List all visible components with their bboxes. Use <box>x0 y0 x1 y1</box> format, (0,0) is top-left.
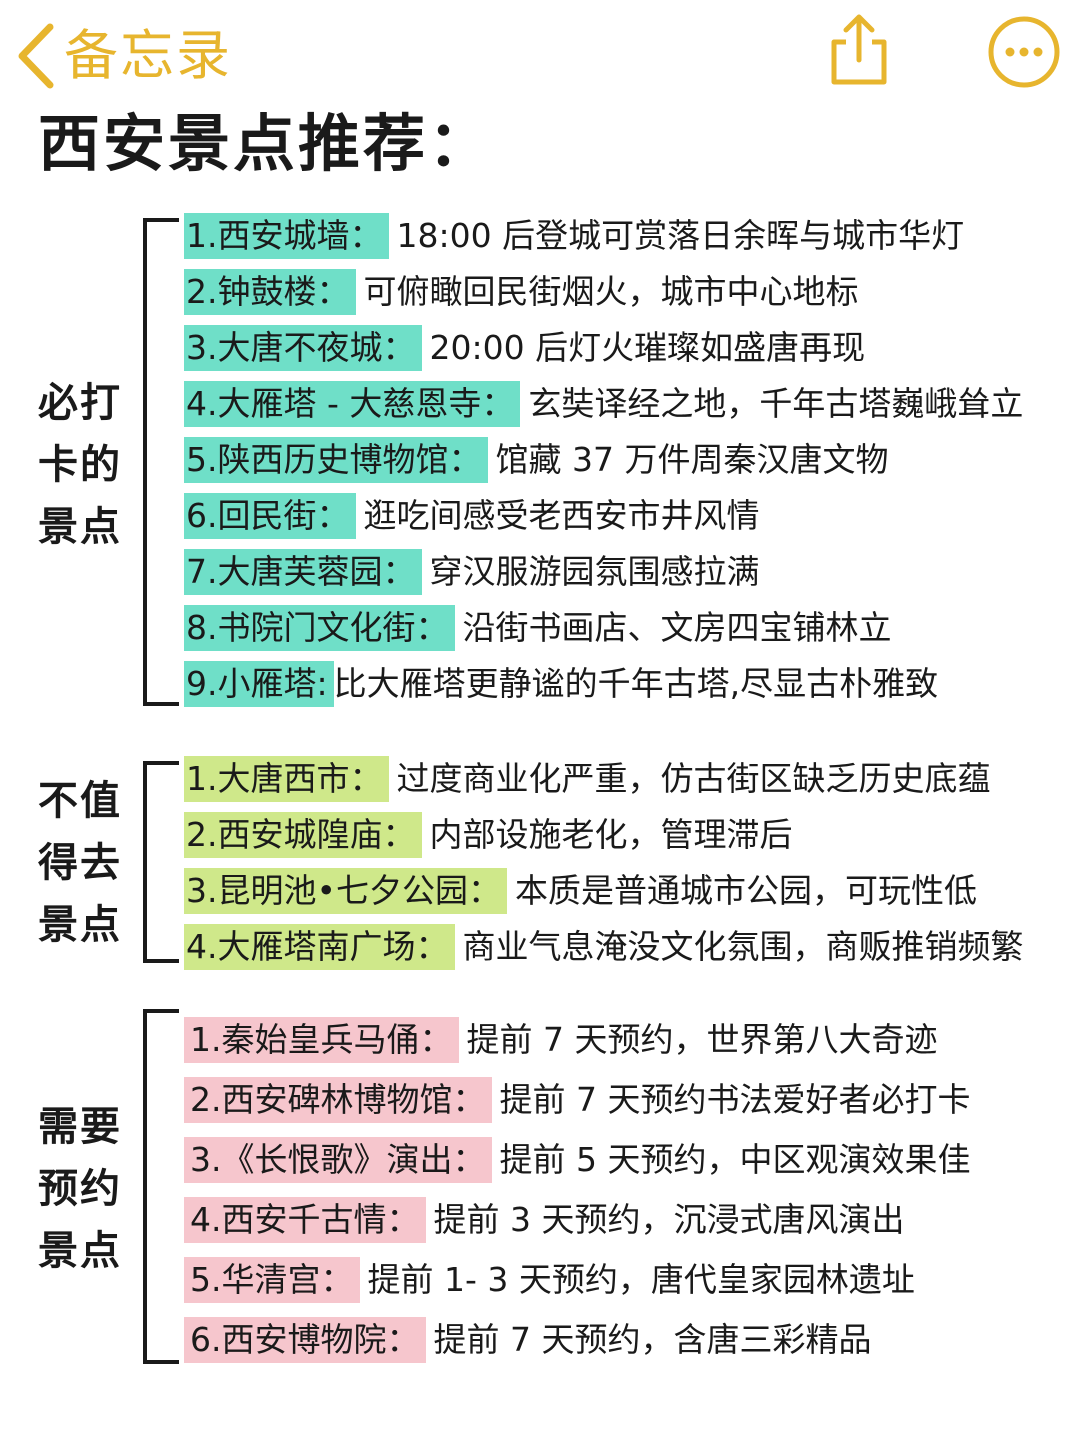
item-name: 2.西安城隍庙： <box>184 812 422 858</box>
back-label: 备忘录 <box>64 24 232 87</box>
list-item: 6.回民街：逛吃间感受老西安市井风情 <box>184 493 760 539</box>
item-desc: 商业气息淹没文化氛围，商贩推销频繁 <box>462 927 1024 966</box>
item-name: 1.西安城墙： <box>184 213 389 259</box>
list-item: 2.钟鼓楼：可俯瞰回民街烟火，城市中心地标 <box>184 269 859 315</box>
list-item: 1.大唐西市：过度商业化严重，仿古街区缺乏历史底蕴 <box>184 756 991 802</box>
item-desc: 比大雁塔更静谧的千年古塔,尽显古朴雅致 <box>333 664 939 703</box>
list-item: 5.陕西历史博物馆：馆藏 37 万件周秦汉唐文物 <box>184 437 888 483</box>
chevron-left-icon <box>14 21 58 91</box>
item-desc: 馆藏 37 万件周秦汉唐文物 <box>495 440 889 479</box>
item-name: 6.西安博物院： <box>184 1317 426 1363</box>
list-item: 4.西安千古情：提前 3 天预约，沉浸式唐风演出 <box>184 1197 904 1243</box>
item-name: 2.西安碑林博物馆： <box>184 1077 492 1123</box>
group-label: 需要 预约 景点 <box>38 1096 128 1282</box>
item-desc: 提前 3 天预约，沉浸式唐风演出 <box>433 1200 905 1239</box>
item-desc: 提前 5 天预约，中区观演效果佳 <box>499 1140 971 1179</box>
list-item: 4.大雁塔 - 大慈恩寺：玄奘译经之地，千年古塔巍峨耸立 <box>184 381 1023 427</box>
list-item: 8.书院门文化街：沿街书画店、文房四宝铺林立 <box>184 605 892 651</box>
list-item: 1.西安城墙：18:00 后登城可赏落日余晖与城市华灯 <box>184 213 964 259</box>
group-label-line: 需要 <box>38 1104 122 1150</box>
group-label-line: 不值 <box>38 778 122 824</box>
item-name: 4.大雁塔 - 大慈恩寺： <box>184 381 521 427</box>
group-bracket <box>143 761 179 963</box>
list-item: 3.昆明池•七夕公园：本质是普通城市公园，可玩性低 <box>184 868 977 914</box>
list-item: 3.《长恨歌》演出：提前 5 天预约，中区观演效果佳 <box>184 1137 970 1183</box>
group-label: 必打 卡的 景点 <box>38 372 128 558</box>
item-name: 5.陕西历史博物馆： <box>184 437 488 483</box>
item-desc: 内部设施老化，管理滞后 <box>429 815 793 854</box>
list-item: 2.西安城隍庙：内部设施老化，管理滞后 <box>184 812 793 858</box>
list-item: 3.大唐不夜城：20:00 后灯火璀璨如盛唐再现 <box>184 325 865 371</box>
item-name: 3.昆明池•七夕公园： <box>184 868 507 914</box>
item-desc: 过度商业化严重，仿古街区缺乏历史底蕴 <box>396 759 991 798</box>
group-label-line: 景点 <box>38 902 122 948</box>
back-button[interactable]: 备忘录 <box>14 16 232 96</box>
item-name: 8.书院门文化街： <box>184 605 455 651</box>
item-desc: 可俯瞰回民街烟火，城市中心地标 <box>363 272 859 311</box>
group-label-line: 景点 <box>38 1228 122 1274</box>
item-name: 1.大唐西市： <box>184 756 389 802</box>
list-item: 2.西安碑林博物馆：提前 7 天预约书法爱好者必打卡 <box>184 1077 970 1123</box>
item-name: 3.大唐不夜城： <box>184 325 422 371</box>
group-label-line: 景点 <box>38 504 122 550</box>
item-name: 9.小雁塔: <box>184 661 334 707</box>
item-desc: 本质是普通城市公园，可玩性低 <box>514 871 977 910</box>
share-icon <box>826 14 892 92</box>
more-icon <box>986 16 1062 94</box>
item-name: 5.华清宫： <box>184 1257 360 1303</box>
item-desc: 逛吃间感受老西安市井风情 <box>363 496 760 535</box>
list-item: 7.大唐芙蓉园：穿汉服游园氛围感拉满 <box>184 549 760 595</box>
top-navigation-bar: 备忘录 <box>0 0 1080 100</box>
item-desc: 提前 7 天预约书法爱好者必打卡 <box>499 1080 971 1119</box>
item-desc: 沿街书画店、文房四宝铺林立 <box>462 608 892 647</box>
more-options-button[interactable] <box>986 14 1062 94</box>
group-label-line: 得去 <box>38 840 122 886</box>
item-name: 4.大雁塔南广场： <box>184 924 455 970</box>
item-desc: 穿汉服游园氛围感拉满 <box>429 552 760 591</box>
list-item: 5.华清宫：提前 1- 3 天预约，唐代皇家园林遗址 <box>184 1257 915 1303</box>
group-label-line: 必打 <box>38 380 122 426</box>
group-label-line: 预约 <box>38 1166 122 1212</box>
list-item: 6.西安博物院：提前 7 天预约，含唐三彩精品 <box>184 1317 871 1363</box>
list-item: 1.秦始皇兵马俑：提前 7 天预约，世界第八大奇迹 <box>184 1017 937 1063</box>
group-label-line: 卡的 <box>38 442 122 488</box>
group-bracket <box>143 1009 179 1364</box>
item-name: 2.钟鼓楼： <box>184 269 356 315</box>
item-name: 1.秦始皇兵马俑： <box>184 1017 459 1063</box>
item-desc: 提前 7 天预约，世界第八大奇迹 <box>466 1020 938 1059</box>
item-desc: 提前 7 天预约，含唐三彩精品 <box>433 1320 872 1359</box>
item-desc: 20:00 后灯火璀璨如盛唐再现 <box>429 328 866 367</box>
item-name: 6.回民街： <box>184 493 356 539</box>
share-button[interactable] <box>826 12 892 92</box>
item-name: 3.《长恨歌》演出： <box>184 1137 492 1183</box>
list-item: 9.小雁塔:比大雁塔更静谧的千年古塔,尽显古朴雅致 <box>184 661 938 707</box>
group-bracket <box>143 218 179 706</box>
group-label: 不值 得去 景点 <box>38 770 128 956</box>
note-title: 西安景点推荐： <box>38 107 494 180</box>
item-name: 4.西安千古情： <box>184 1197 426 1243</box>
item-name: 7.大唐芙蓉园： <box>184 549 422 595</box>
list-item: 4.大雁塔南广场：商业气息淹没文化氛围，商贩推销频繁 <box>184 924 1024 970</box>
item-desc: 玄奘译经之地，千年古塔巍峨耸立 <box>528 384 1024 423</box>
item-desc: 18:00 后登城可赏落日余晖与城市华灯 <box>396 216 965 255</box>
item-desc: 提前 1- 3 天预约，唐代皇家园林遗址 <box>367 1260 915 1299</box>
